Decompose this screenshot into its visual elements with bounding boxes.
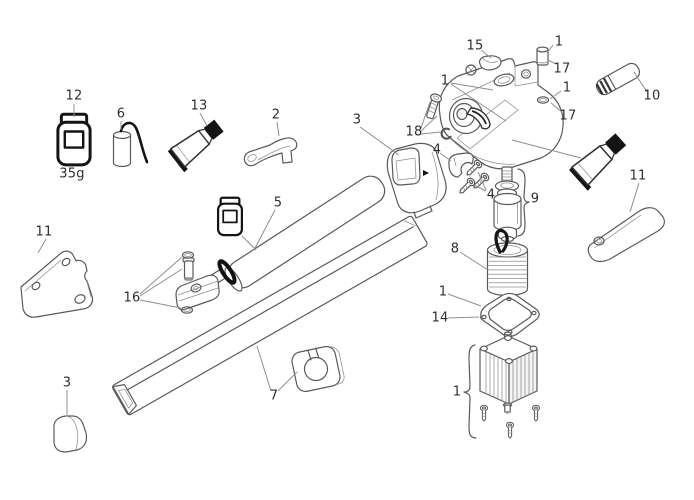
callout-part-16: 16 [123, 290, 141, 306]
callout-part-13: 13 [190, 98, 208, 114]
callout-part-9: 9 [530, 191, 540, 207]
callout-part-10: 10 [643, 88, 661, 104]
callout-part-5: 5 [273, 195, 283, 211]
part-15-cap [478, 55, 502, 71]
part-10-connector [595, 62, 641, 96]
callout-part-1-gasket: 1 [438, 284, 448, 300]
callout-part-1-oring: 1 [562, 80, 572, 96]
callout-part-4-screws: 4 [486, 187, 496, 203]
callout-part-14: 14 [431, 310, 449, 326]
callout-part-4-clamp: 4 [432, 142, 442, 158]
part-2-release-key [243, 137, 298, 167]
callout-part-1-pin: 1 [554, 34, 564, 50]
callout-part-17-pin: 17 [553, 61, 571, 77]
part-7-outer-tube [112, 215, 428, 416]
brace-part-9 [517, 168, 530, 237]
part-16-pin-and-orings [180, 251, 195, 314]
callout-part-15: 15 [466, 38, 484, 54]
housing-fill-cap [493, 73, 515, 87]
piston-oring-collar [217, 259, 237, 285]
piston-clevis [175, 274, 220, 311]
callout-part-3-top: 3 [352, 112, 362, 128]
part-4-clamp [448, 152, 474, 178]
callout-part-17-oring: 17 [559, 108, 577, 124]
callout-grease-weight: 35g [59, 166, 85, 182]
part-14-gasket [480, 292, 540, 337]
part-1-gearbox-housing [438, 58, 564, 170]
part-5-grease-jar-small [216, 196, 244, 237]
part-18-lock-screw-set [426, 93, 452, 140]
callout-part-12: 12 [65, 88, 83, 104]
part-8-stator-coil [486, 228, 529, 297]
part-7-bushing [291, 345, 345, 393]
part-11-bracket-left [20, 250, 94, 318]
leader-lines [37, 44, 648, 415]
part-1-motor [479, 331, 541, 439]
part-3-end-cap [53, 415, 88, 453]
callout-part-2: 2 [271, 107, 281, 123]
callout-part-1-motor: 1 [452, 384, 462, 400]
part-13-grease-tube [166, 115, 230, 173]
callout-part-1-housing: 1 [440, 73, 450, 89]
part-1-17-pin [536, 46, 549, 66]
brace-part-1-motor [463, 344, 477, 439]
part-5-piston-tube [175, 175, 386, 311]
part-3-front-cover [386, 142, 447, 219]
callout-part-11-right: 11 [629, 168, 647, 184]
housing-release-boss [448, 97, 491, 135]
grease-tube-right [568, 129, 633, 192]
callout-part-11-left: 11 [35, 224, 53, 240]
callout-part-18: 18 [405, 124, 423, 140]
callout-part-3-bottom: 3 [62, 375, 72, 391]
housing-vent-screw [465, 64, 477, 76]
callout-part-8: 8 [450, 241, 460, 257]
part-6-capacitor [112, 121, 149, 168]
part-11-bracket-right [587, 207, 665, 263]
callout-part-7: 7 [269, 388, 279, 404]
callout-part-6: 6 [116, 106, 126, 122]
part-12-grease-jar [56, 112, 92, 167]
